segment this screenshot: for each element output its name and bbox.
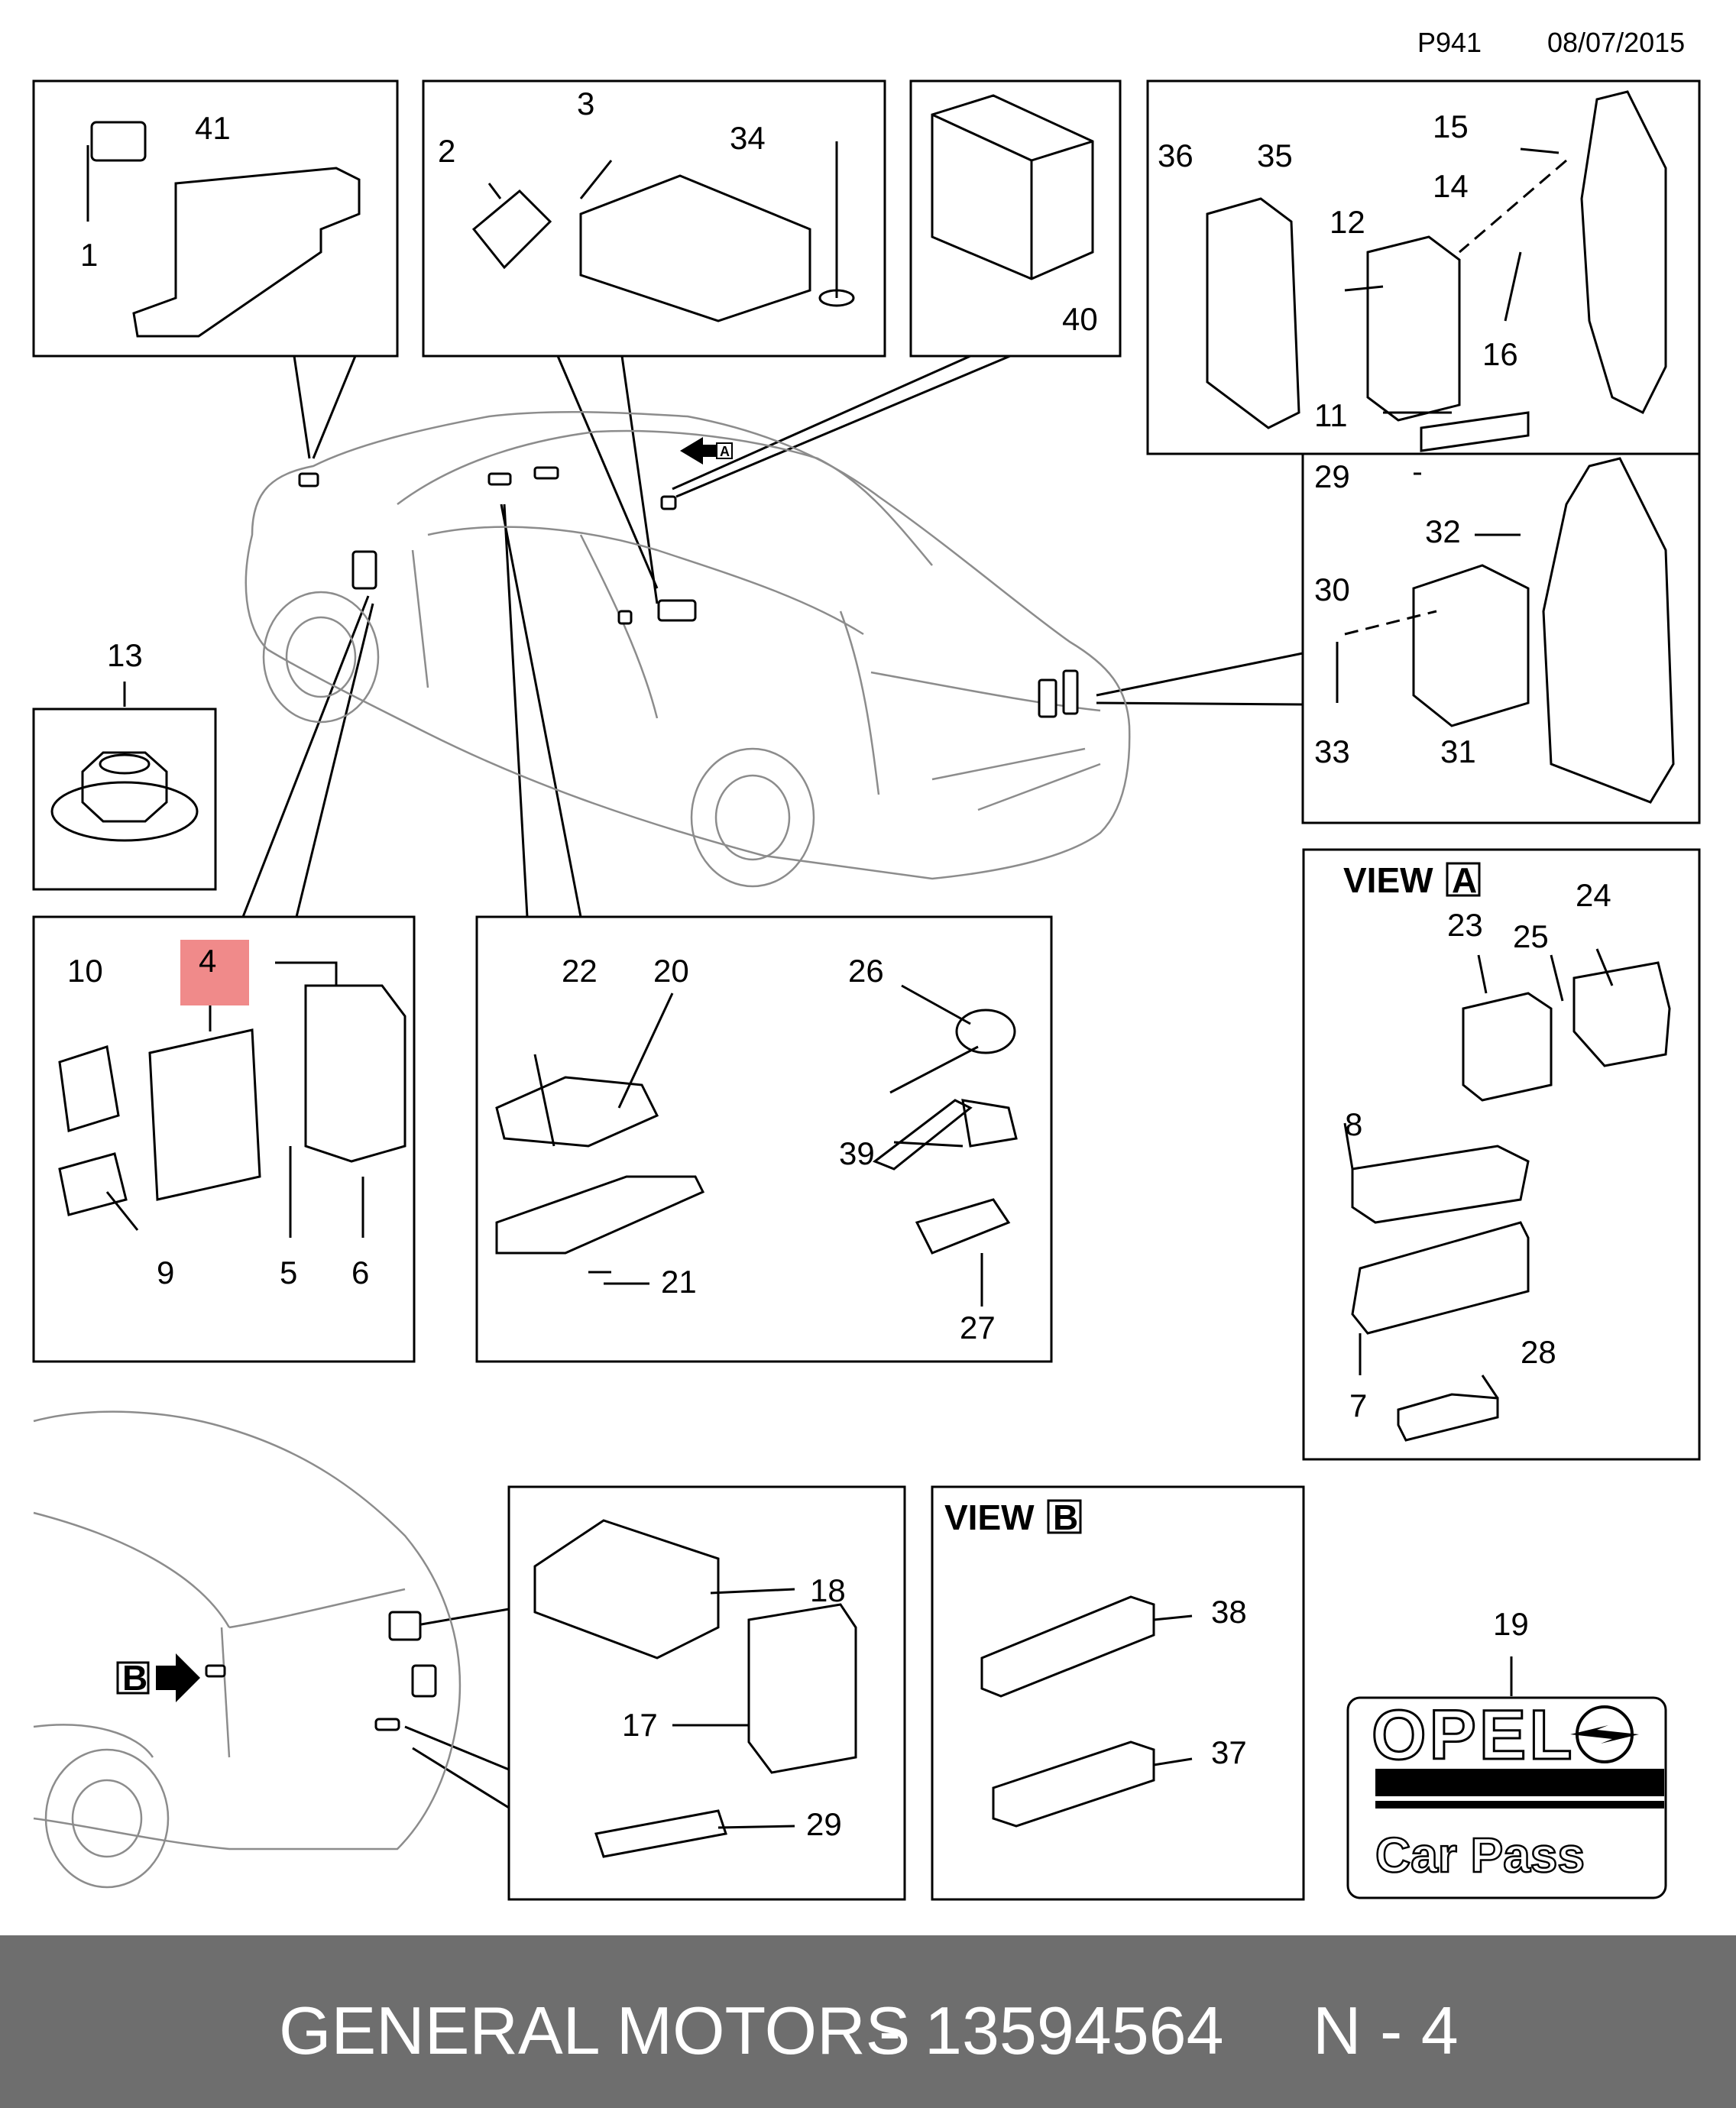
label-20: 20 (653, 953, 689, 989)
view-a-title: VIEW (1343, 860, 1433, 900)
label-34: 34 (730, 120, 766, 156)
label-15: 15 (1433, 108, 1469, 144)
footer-manufacturer: GENERAL MOTORS (279, 1993, 910, 2068)
label-35: 35 (1257, 138, 1293, 173)
label-11: 11 (1314, 397, 1348, 433)
view-a-letter-box (1446, 862, 1481, 897)
part-4-module (58, 961, 406, 1238)
panel-13-frame (32, 708, 217, 891)
page-code: P941 (1417, 27, 1482, 58)
svg-text:A: A (720, 444, 730, 459)
label-5: 5 (280, 1255, 297, 1290)
label-19: 19 (1493, 1606, 1529, 1642)
label-2: 2 (438, 133, 455, 169)
label-25: 25 (1513, 918, 1549, 954)
label-18: 18 (810, 1572, 846, 1608)
label-7: 7 (1349, 1388, 1367, 1423)
label-8: 8 (1345, 1106, 1362, 1142)
wagon-illustration (33, 1410, 462, 1889)
card-subtitle: Car Pass (1375, 1828, 1585, 1883)
part-41-bracket (86, 121, 361, 338)
label-1: 1 (80, 237, 98, 273)
label-40: 40 (1062, 301, 1098, 337)
label-4: 4 (199, 943, 216, 979)
view-a-frame (1302, 848, 1701, 1461)
label-23: 23 (1447, 907, 1483, 943)
panel-18-frame (507, 1485, 906, 1901)
label-37: 37 (1211, 1734, 1247, 1770)
label-3: 3 (577, 86, 594, 121)
label-32: 32 (1425, 513, 1461, 549)
label-16: 16 (1482, 336, 1518, 372)
label-14: 14 (1433, 168, 1469, 204)
label-9: 9 (157, 1255, 174, 1290)
view-b-title: VIEW (944, 1498, 1035, 1537)
part-31-bracket (1336, 411, 1675, 804)
label-26: 26 (848, 953, 884, 989)
label-38: 38 (1211, 1594, 1247, 1630)
label-27: 27 (960, 1310, 996, 1345)
label-6: 6 (351, 1255, 369, 1290)
panel-20-frame (475, 915, 1053, 1363)
sedan-illustration (245, 410, 1131, 888)
svg-text:B: B (122, 1658, 147, 1698)
panel-40-frame (909, 79, 1122, 358)
label-17: 17 (622, 1707, 658, 1743)
label-28: 28 (1521, 1334, 1556, 1370)
label-12: 12 (1330, 204, 1365, 240)
part-18-module (533, 1519, 857, 1858)
part-20-module (495, 984, 1018, 1307)
wagon-modules (205, 1611, 437, 1731)
car-pass-card: OPEL Car Pass (1346, 1695, 1667, 1899)
label-22: 22 (562, 953, 598, 989)
label-21: 21 (661, 1264, 697, 1300)
footer-separator: - (879, 1993, 901, 2068)
arrow-b-icon: B (116, 1653, 200, 1702)
view-b-frame (931, 1485, 1305, 1901)
label-30: 30 (1314, 572, 1350, 607)
footer-bar (0, 1935, 1736, 2108)
part-3-module (471, 141, 855, 322)
arrow-a-icon: A (680, 437, 733, 465)
label-33: 33 (1314, 733, 1350, 769)
view-a-parts (1343, 948, 1671, 1442)
part-13-nut (50, 751, 199, 842)
footer-part-number: 13594564 (925, 1993, 1224, 2068)
car-modules (298, 466, 1079, 718)
footer-position: N - 4 (1313, 1993, 1459, 2068)
part-14-bracket (1206, 90, 1667, 429)
label-29-bottom: 29 (806, 1806, 842, 1842)
label-13: 13 (107, 637, 143, 673)
view-b-letter: B (1053, 1498, 1078, 1537)
callout-lines (241, 355, 1304, 1809)
view-a-letter: A (1452, 860, 1477, 900)
label-31: 31 (1440, 733, 1476, 769)
label-36: 36 (1158, 138, 1194, 173)
view-b-letter-box (1047, 1499, 1082, 1534)
panel-41-frame (32, 79, 399, 358)
highlight-part-4 (180, 940, 249, 1005)
label-41: 41 (195, 110, 231, 146)
opel-logo-icon (1570, 1705, 1639, 1763)
label-29-top: 29 (1314, 458, 1350, 494)
panel-14-frame (1146, 79, 1701, 455)
panel-3-frame (422, 79, 886, 358)
card-brand: OPEL (1372, 1696, 1575, 1774)
label-24: 24 (1576, 877, 1611, 913)
part-40-relay (931, 94, 1094, 280)
panel-4-frame (32, 915, 416, 1363)
label-39: 39 (839, 1135, 875, 1171)
panel-31-frame (1301, 454, 1701, 824)
view-b-parts (980, 1595, 1193, 1828)
diagram-date: 08/07/2015 (1547, 27, 1685, 58)
label-10: 10 (67, 953, 103, 989)
